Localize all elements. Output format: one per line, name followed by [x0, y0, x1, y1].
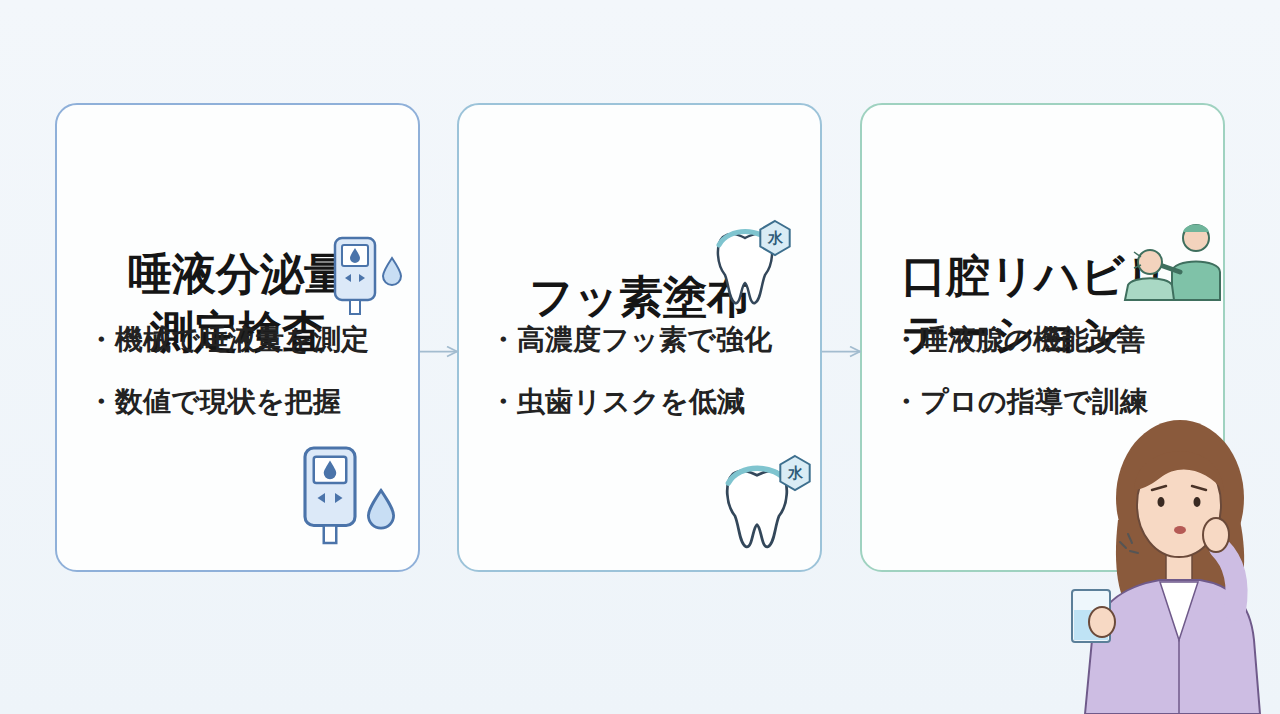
- flow-arrow: [420, 351, 457, 353]
- bullet-text: ・数値で現状を把握: [87, 382, 408, 422]
- process-box: 口腔リハビリ テーション・唾液腺の機能改善・プロの指導で訓練: [860, 103, 1225, 572]
- bullet-text: ・機械で唾液量を測定: [87, 320, 408, 360]
- badge-label: 水: [780, 458, 810, 488]
- bullet-text: ・プロの指導で訓練: [892, 382, 1213, 422]
- badge-label: 水: [760, 223, 790, 253]
- process-box: 唾液分泌量 測定検査・機械で唾液量を測定・数値で現状を把握: [55, 103, 420, 572]
- flow-arrow: [822, 351, 860, 353]
- bullet-text: ・虫歯リスクを低減: [489, 382, 810, 422]
- bullet-text: ・高濃度フッ素で強化: [489, 320, 810, 360]
- bullet-text: ・唾液腺の機能改善: [892, 320, 1213, 360]
- process-box: フッ素塗布・高濃度フッ素で強化・虫歯リスクを低減: [457, 103, 822, 572]
- box-title: フッ素塗布: [508, 268, 772, 326]
